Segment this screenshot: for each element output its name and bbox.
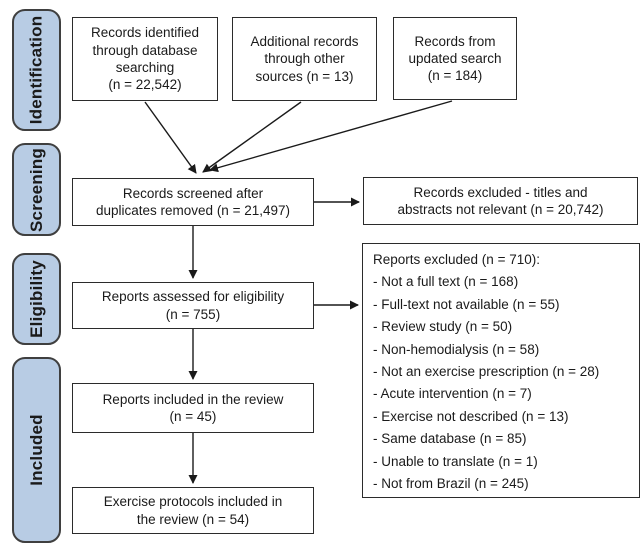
excluded-item: - Same database (n = 85) — [373, 431, 527, 447]
excluded-item: - Review study (n = 50) — [373, 319, 513, 335]
stage-screening: Screening — [12, 143, 61, 236]
excluded-item: - Not from Brazil (n = 245) — [373, 476, 529, 492]
excluded-item: - Not an exercise prescription (n = 28) — [373, 364, 600, 380]
excluded-item: - Unable to translate (n = 1) — [373, 453, 538, 469]
stage-identification: Identification — [12, 9, 61, 131]
reports-excluded-title: Reports excluded (n = 710): — [373, 252, 540, 267]
box-reports-excluded-list: Reports excluded (n = 710): - Not a full… — [362, 243, 640, 498]
box-additional-records: Additional records through other sources… — [232, 17, 377, 101]
box-updated-search: Records from updated search (n = 184) — [393, 17, 517, 100]
excluded-item: - Exercise not described (n = 13) — [373, 408, 569, 424]
box-records-screened: Records screened after duplicates remove… — [72, 178, 314, 226]
stage-included: Included — [12, 357, 61, 543]
box-exercise-protocols: Exercise protocols included in the revie… — [72, 487, 314, 534]
stage-included-label: Included — [26, 414, 46, 486]
excluded-item: - Non-hemodialysis (n = 58) — [373, 341, 540, 357]
box-records-excluded-titles: Records excluded - titles and abstracts … — [363, 177, 638, 225]
excluded-item: - Acute intervention (n = 7) — [373, 386, 532, 402]
box-records-identified: Records identified through database sear… — [72, 17, 218, 101]
stage-screening-label: Screening — [26, 147, 46, 232]
excluded-item: - Full-text not available (n = 55) — [373, 296, 560, 312]
stage-identification-label: Identification — [26, 15, 46, 125]
box-reports-assessed: Reports assessed for eligibility (n = 75… — [72, 282, 314, 329]
stage-eligibility: Eligibility — [12, 253, 61, 345]
box-reports-included: Reports included in the review (n = 45) — [72, 383, 314, 433]
stage-eligibility-label: Eligibility — [26, 260, 46, 338]
excluded-item: - Not a full text (n = 168) — [373, 274, 519, 290]
